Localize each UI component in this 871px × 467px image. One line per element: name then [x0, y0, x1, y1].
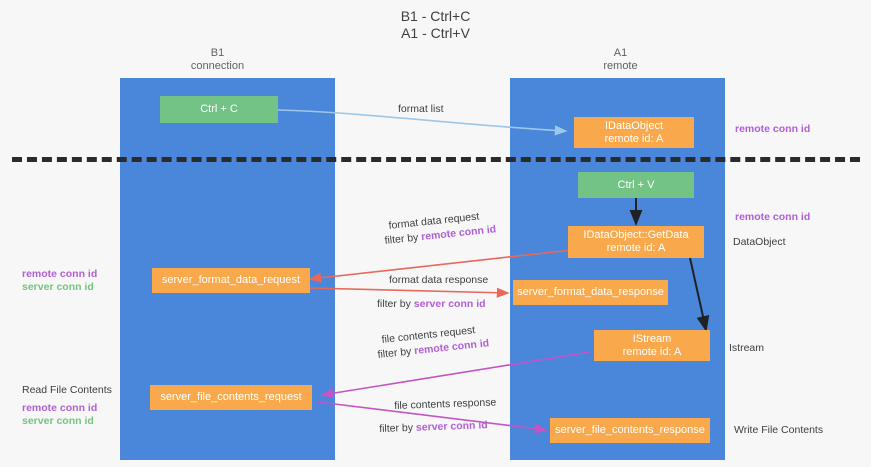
box-idataobject-getdata-line1: IDataObject::GetData	[583, 229, 689, 241]
filter-prefix-1: filter by	[384, 231, 422, 247]
edge-label-file-contents-response: file contents response	[394, 396, 497, 412]
annotation-right-istream: Istream	[729, 342, 765, 354]
filter-key-server-conn-id-1: server conn id	[413, 298, 486, 310]
box-ctrl-c[interactable]: Ctrl + C	[160, 96, 278, 123]
column-header-b1-name: B1	[210, 47, 225, 59]
column-header-a1-role: remote	[603, 60, 638, 72]
annotation-left-read-file-contents: Read File Contents	[22, 384, 112, 396]
filter-prefix-4: filter by	[379, 421, 417, 435]
arrow-format-data-response	[309, 287, 510, 298]
box-server-format-data-response-label: server_format_data_response	[517, 286, 664, 298]
title-line-2: A1 - Ctrl+V	[401, 25, 470, 41]
column-header-a1-name: A1	[613, 47, 628, 59]
box-istream-line2: remote id: A	[622, 345, 682, 358]
edge-label-format-data-response-filter: filter by server conn id	[377, 298, 486, 311]
box-ctrl-v[interactable]: Ctrl + V	[578, 172, 694, 198]
box-idataobject-getdata[interactable]: IDataObject::GetData remote id: A	[568, 226, 704, 258]
annotation-right-dataobject: DataObject	[733, 236, 786, 248]
box-idataobject-getdata-line2: remote id: A	[606, 242, 666, 254]
edge-label-format-list: format list	[398, 103, 444, 115]
box-idataobject-top[interactable]: IDataObject remote id: A	[574, 117, 694, 148]
box-server-file-contents-response[interactable]: server_file_contents_response	[550, 418, 710, 443]
annotation-left-server-conn-id-2: server conn id	[22, 415, 94, 427]
column-header-b1: B1 connection	[155, 47, 280, 73]
filter-prefix-2: filter by	[377, 298, 414, 310]
annotation-left-remote-conn-id-2: remote conn id	[22, 402, 98, 414]
title-line-1: B1 - Ctrl+C	[400, 8, 471, 24]
annotation-right-remote-conn-id-top: remote conn id	[735, 123, 811, 135]
annotation-left-remote-conn-id: remote conn id	[22, 268, 98, 280]
box-idataobject-top-line1: IDataObject	[604, 119, 664, 132]
filter-prefix-3: filter by	[377, 345, 415, 361]
edge-label-format-data-response: format data response	[389, 274, 489, 286]
box-ctrl-c-label: Ctrl + C	[200, 103, 238, 115]
column-header-b1-role: connection	[190, 60, 245, 72]
box-idataobject-top-line2: remote id: A	[604, 132, 664, 145]
box-ctrl-v-label: Ctrl + V	[617, 178, 655, 191]
box-istream[interactable]: IStream remote id: A	[594, 330, 710, 361]
column-header-a1: A1 remote	[558, 47, 683, 73]
phase-divider	[12, 157, 860, 162]
box-server-format-data-response[interactable]: server_format_data_response	[513, 280, 668, 305]
box-server-file-contents-request[interactable]: server_file_contents_request	[150, 385, 312, 410]
box-server-format-data-request-label: server_format_data_request	[161, 274, 301, 286]
edge-label-file-contents-response-filter: filter by server conn id	[379, 419, 488, 436]
annotation-left-server-conn-id: server conn id	[22, 281, 94, 293]
box-server-format-data-request[interactable]: server_format_data_request	[152, 268, 310, 293]
annotation-right-remote-conn-id-mid: remote conn id	[735, 211, 811, 223]
box-server-file-contents-request-label: server_file_contents_request	[160, 391, 302, 403]
box-istream-line1: IStream	[632, 332, 672, 345]
box-server-file-contents-response-label: server_file_contents_response	[555, 424, 705, 436]
annotation-right-write-file-contents: Write File Contents	[734, 424, 824, 436]
diagram-title: B1 - Ctrl+C A1 - Ctrl+V	[0, 8, 871, 42]
filter-key-server-conn-id-2: server conn id	[415, 419, 488, 434]
